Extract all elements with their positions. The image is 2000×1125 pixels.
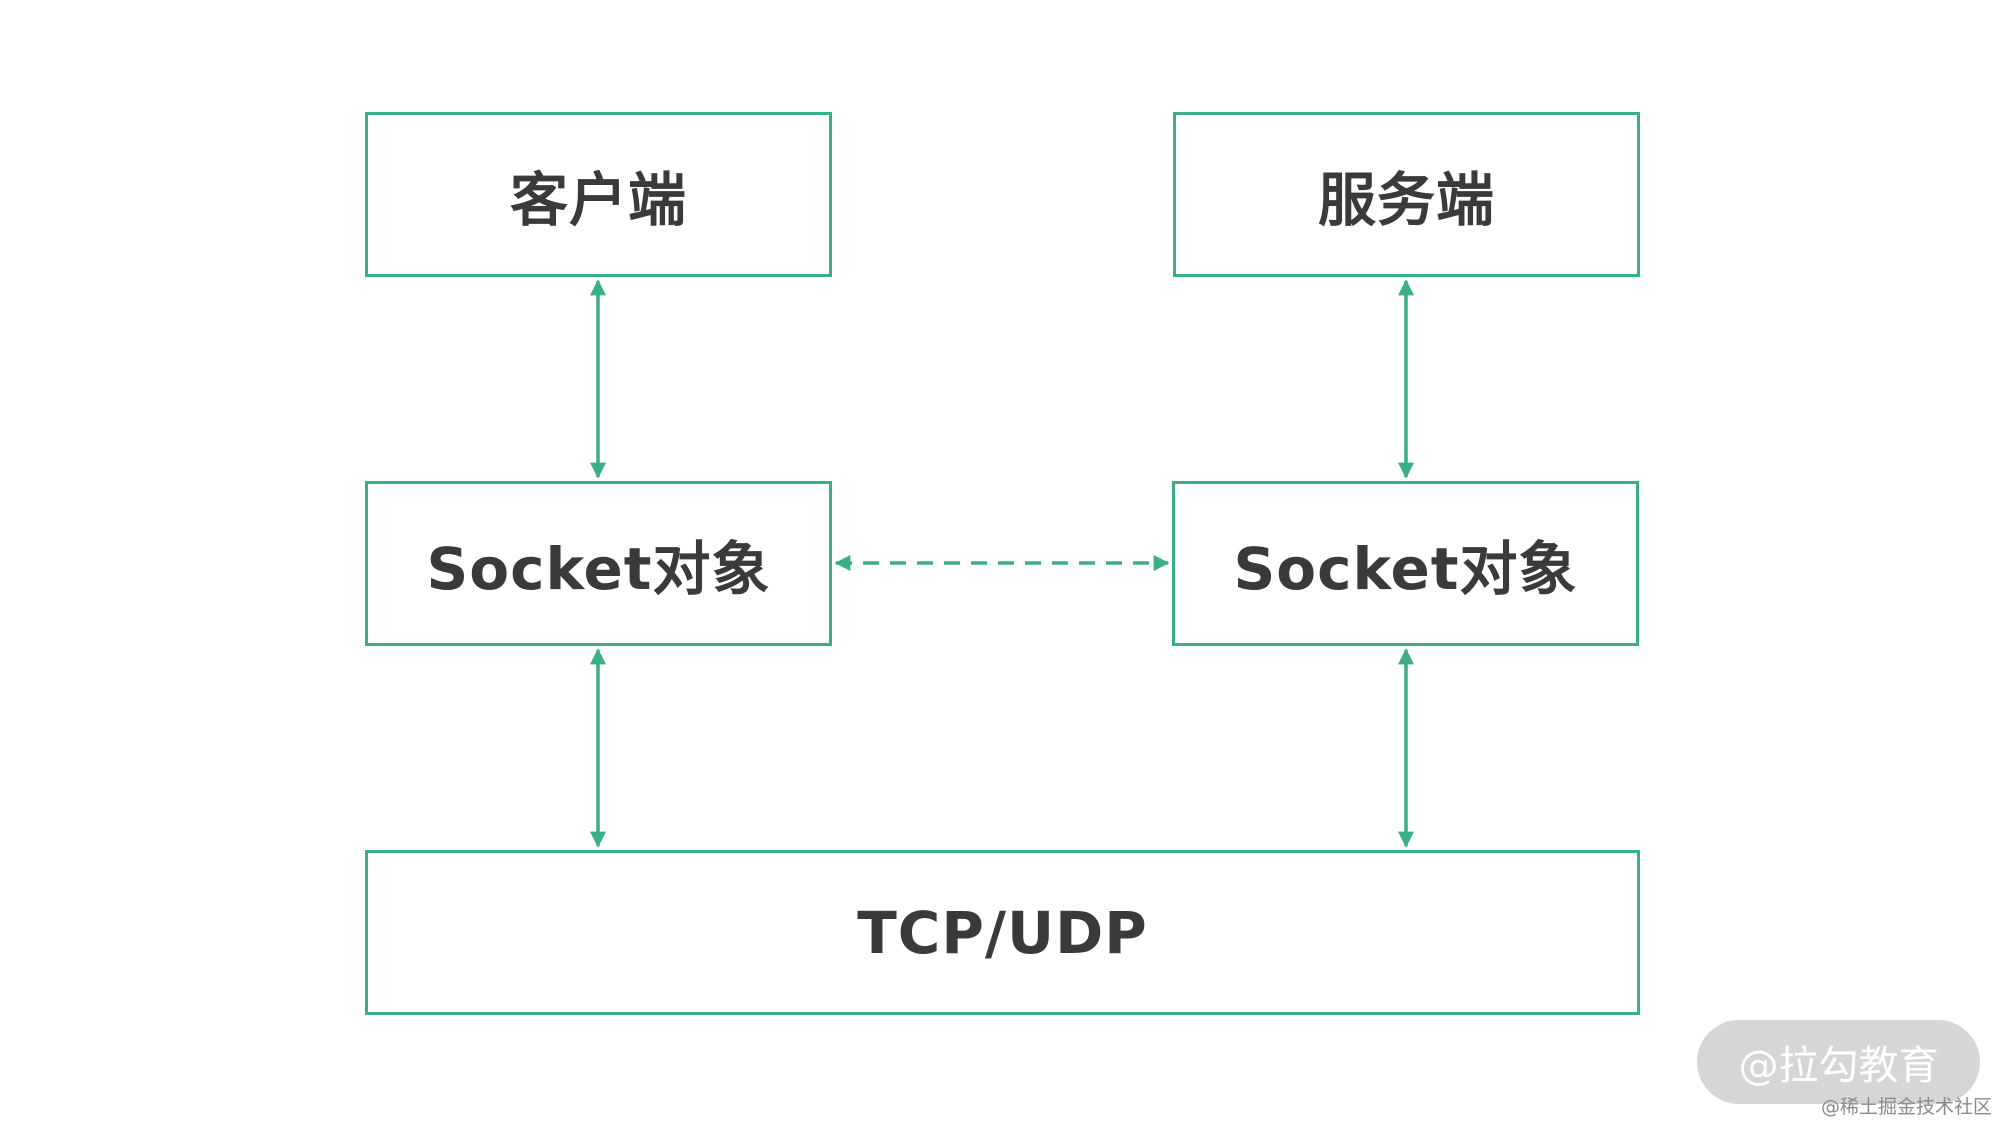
client-box: 客户端 [365, 112, 832, 277]
server-box: 服务端 [1173, 112, 1640, 277]
client-socket-label: Socket对象 [426, 534, 771, 603]
server-socket-box: Socket对象 [1172, 481, 1639, 646]
client-socket-box: Socket对象 [365, 481, 832, 646]
site-watermark: @稀土掘金技术社区 [1820, 1096, 1992, 1118]
server-label: 服务端 [1317, 165, 1495, 234]
client-label: 客户端 [509, 165, 687, 234]
transport-layer-box: TCP/UDP [365, 850, 1640, 1015]
server-socket-label: Socket对象 [1233, 534, 1578, 603]
watermark-brand-text: @拉勾教育 [1738, 1043, 1939, 1089]
brand-watermark: @拉勾教育 [1697, 1020, 1980, 1104]
transport-label: TCP/UDP [857, 898, 1148, 967]
